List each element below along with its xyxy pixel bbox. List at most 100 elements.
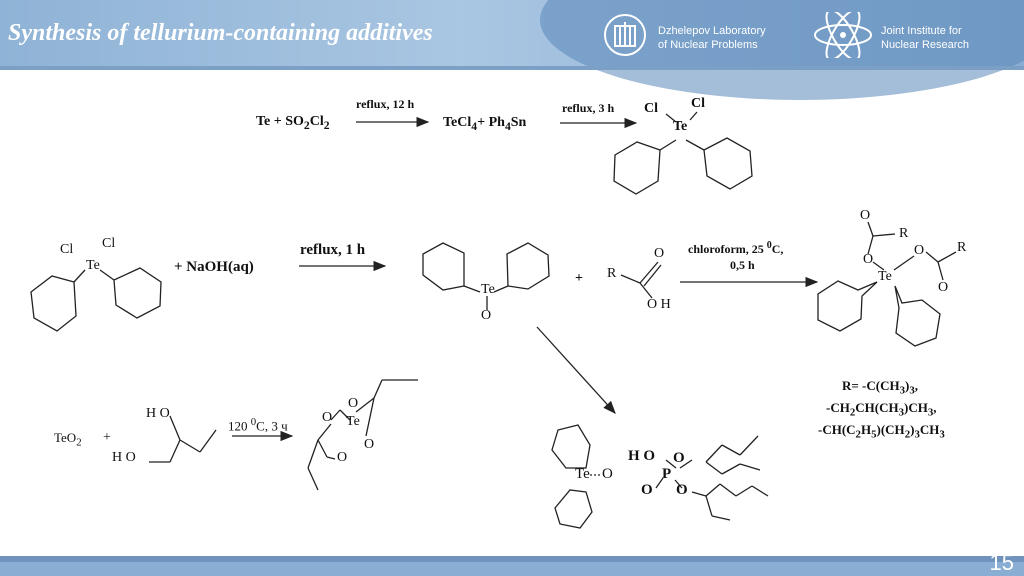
- atom-cl: Cl: [102, 236, 116, 251]
- condition-text: chloroform, 25: [688, 242, 767, 256]
- atom-o: O: [348, 396, 359, 411]
- atom-cl: Cl: [60, 242, 74, 257]
- atom-o: O: [676, 482, 688, 498]
- subscript: 3: [899, 384, 906, 397]
- r-text: ,: [933, 400, 937, 415]
- r-group-1: R= -C(CH3)3,: [842, 378, 918, 397]
- r-text: R= -C(CH: [842, 378, 900, 393]
- r-text: -CH: [826, 400, 850, 415]
- condition-120c: 120 0C, 3 ч: [228, 416, 288, 434]
- atom-r: R: [607, 266, 617, 281]
- atom-p: P: [662, 466, 672, 482]
- condition-text: C,: [771, 242, 784, 256]
- atom-o: O: [322, 410, 333, 425]
- header-stripe: [0, 66, 1024, 70]
- subscript: 3: [939, 428, 945, 441]
- condition-time: 0,5 h: [730, 258, 755, 272]
- condition-chloroform: chloroform, 25 0C,: [688, 240, 783, 257]
- phenyl-ring: [817, 280, 878, 332]
- r-group-3: -CH(C2H5)(CH2)3CH3: [818, 422, 945, 441]
- condition-reflux-1h: reflux, 1 h: [300, 242, 366, 258]
- subscript: 2: [849, 406, 856, 419]
- subscript: 4: [471, 119, 478, 133]
- subscript: 2: [303, 118, 310, 132]
- subscript: 3: [914, 428, 920, 441]
- subscript: 4: [504, 119, 511, 133]
- reaction1-reactants: Te + SO2Cl2: [256, 114, 330, 132]
- subscript: 2: [76, 436, 82, 449]
- teo2: TeO2: [54, 430, 82, 449]
- condition-text: 120: [228, 418, 251, 434]
- plus-sign: +: [575, 271, 583, 286]
- subscript: 3: [898, 406, 905, 419]
- r-text: -CH(C: [818, 422, 856, 437]
- atom-o: O: [337, 450, 348, 465]
- phenyl-ring: [113, 267, 162, 319]
- atom-te: Te: [86, 258, 100, 273]
- ph4sn-text: + Ph: [477, 115, 505, 130]
- reactant-cl: Cl: [309, 114, 324, 129]
- atom-o: O: [481, 308, 492, 323]
- phenyl-ring: [894, 285, 941, 347]
- atom-o: O: [602, 466, 613, 482]
- atom-te: Te: [575, 466, 590, 482]
- jinr-name-line2: Nuclear Research: [881, 39, 970, 51]
- phenyl-ring: [30, 275, 77, 332]
- dlnp-logo-icon: [604, 14, 646, 56]
- r-text: CH: [919, 422, 940, 437]
- atom-te: Te: [346, 414, 360, 429]
- atom-cl: Cl: [691, 96, 705, 111]
- footer-stripe: [0, 556, 1024, 562]
- atom-cl: Cl: [644, 101, 658, 116]
- tecl4-text: TeCl: [443, 115, 472, 130]
- subscript: 2: [323, 118, 330, 132]
- phenyl-ring: [422, 242, 465, 291]
- phenyl-ring: [506, 242, 550, 290]
- r-text: CH(CH: [855, 400, 899, 415]
- atom-o: O: [364, 437, 375, 452]
- atom-te: Te: [673, 119, 688, 134]
- lab-name: Dzhelepov Laboratory of Nuclear Problems: [658, 24, 766, 52]
- r-text: ): [905, 378, 910, 393]
- hydroxyl-ho: H O: [112, 450, 136, 465]
- r-text: )(CH: [876, 422, 905, 437]
- atom-o: O: [863, 252, 874, 267]
- slide-title: Synthesis of tellurium-containing additi…: [8, 20, 433, 46]
- atom-o: O: [641, 482, 653, 498]
- lab-name-line1: Dzhelepov Laboratory: [658, 25, 766, 37]
- r-text: ,: [914, 378, 919, 393]
- condition-text: C, 3 ч: [256, 418, 288, 434]
- plus-sign: +: [103, 430, 111, 445]
- reaction1-intermediate: TeCl4+ Ph4Sn: [443, 115, 526, 133]
- phenyl-ring: [703, 137, 753, 190]
- r-group-2: -CH2CH(CH3)CH3,: [826, 400, 937, 419]
- reagent-naoh: + NaOH(aq): [174, 259, 254, 275]
- lab-name-line2: of Nuclear Problems: [658, 39, 758, 51]
- r-text: H: [860, 422, 872, 437]
- atom-o: O: [860, 208, 871, 223]
- condition-reflux-3h: reflux, 3 h: [562, 101, 615, 115]
- hydroxyl-oh: O H: [647, 297, 671, 312]
- page-number: 15: [989, 550, 1014, 575]
- atom-o: O: [938, 280, 949, 295]
- subscript: 3: [927, 406, 934, 419]
- jinr-name: Joint Institute for Nuclear Research: [881, 24, 969, 52]
- teo2-text: TeO: [54, 430, 77, 445]
- atom-r: R: [957, 240, 967, 255]
- arrow-down: [536, 326, 616, 414]
- subscript: 5: [871, 428, 877, 441]
- jinr-logo-icon: [814, 12, 872, 58]
- hydroxyl-ho: H O: [628, 448, 656, 464]
- superscript: 0: [250, 416, 257, 428]
- reactant-text: Te + SO: [256, 114, 304, 129]
- phenyl-ring: [613, 141, 661, 195]
- condition-reflux-12h: reflux, 12 h: [356, 97, 415, 111]
- superscript: 0: [766, 240, 772, 251]
- jinr-name-line1: Joint Institute for: [881, 25, 962, 37]
- phenyl-ring: [551, 424, 591, 469]
- atom-o: O: [654, 246, 665, 261]
- phenyl-ring: [554, 489, 593, 529]
- subscript: 3: [909, 384, 915, 397]
- subscript: 2: [904, 428, 911, 441]
